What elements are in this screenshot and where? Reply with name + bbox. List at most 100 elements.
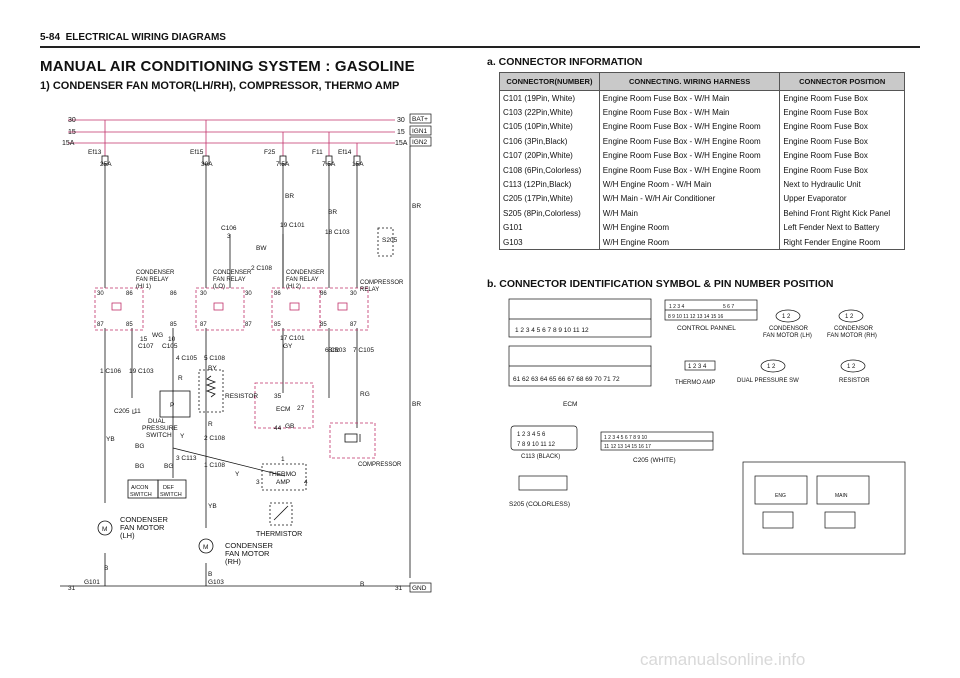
fuse-box-diagram (742, 461, 906, 555)
svg-text:1 2 3 4 5 6 7 8: 1 2 3 4 5 6 7 8 9 10 (604, 435, 647, 441)
svg-text:GB: GB (285, 423, 294, 430)
svg-text:PRESSURE: PRESSURE (142, 425, 178, 432)
svg-text:FAN MOTOR: FAN MOTOR (225, 549, 270, 558)
svg-text:B: B (360, 581, 364, 588)
svg-text:A/CON: A/CON (131, 485, 148, 491)
svg-text:4: 4 (304, 479, 308, 486)
table-row: C101 (19Pin, White)Engine Room Fuse Box … (499, 90, 905, 106)
rail-label: 30 (397, 117, 405, 124)
fuse-label: Ef14 (338, 149, 352, 156)
svg-text:8 9 10 11 12 13 14 15 16: 8 9 10 11 12 13 14 15 16 (668, 314, 723, 320)
svg-text:YB: YB (106, 436, 115, 443)
s205-label: S205 (382, 237, 398, 244)
svg-text:FAN MOTOR (RH): FAN MOTOR (RH) (827, 333, 877, 339)
relays (94, 287, 376, 459)
column-header: CONNECTING. WIRING HARNESS (598, 72, 781, 91)
svg-text:19 C101: 19 C101 (280, 222, 305, 229)
svg-text:B: B (208, 571, 212, 578)
svg-text:R: R (178, 375, 183, 382)
rail-tag: BAT+ (412, 116, 428, 123)
column-header: CONNECTOR POSITION (779, 72, 905, 91)
svg-text:87: 87 (350, 322, 357, 328)
rail-label: 15A (395, 140, 408, 147)
svg-text:SWITCH: SWITCH (130, 492, 152, 498)
svg-text:61 62 63 64 65 66 67 68 69 70: 61 62 63 64 65 66 67 68 69 70 71 72 (513, 376, 620, 383)
column-header: CONNECTOR(NUMBER) (499, 72, 600, 91)
table-row: C107 (20Pin,White)Engine Room Fuse Box -… (499, 148, 905, 163)
svg-text:FAN RELAY: FAN RELAY (286, 277, 319, 283)
ecm-connector (508, 298, 652, 387)
svg-text:3: 3 (227, 233, 231, 240)
connector-symbols: 1 2 3 4 5 6 7 8 9 10 11 12 61 62 63 64 6… (508, 298, 906, 555)
svg-text:5 C108: 5 C108 (204, 355, 225, 362)
svg-text:(LH): (LH) (120, 531, 135, 540)
svg-text:B: B (104, 565, 108, 572)
svg-text:11: 11 (134, 408, 141, 415)
rail-label: 30 (68, 117, 76, 124)
svg-text:31: 31 (68, 585, 76, 592)
svg-text:DEF: DEF (163, 485, 175, 491)
svg-text:35: 35 (274, 393, 282, 400)
svg-text:BY: BY (208, 365, 217, 372)
ecm-label: ECM (276, 406, 290, 413)
svg-text:6 C103: 6 C103 (325, 347, 346, 354)
rail-label: 15 (397, 129, 405, 136)
svg-text:RG: RG (360, 391, 370, 398)
fuse-box-main: MAIN (835, 493, 848, 499)
svg-text:86: 86 (170, 291, 177, 297)
svg-text:RELAY: RELAY (360, 287, 379, 293)
svg-text:BR: BR (412, 203, 421, 210)
svg-text:GY: GY (283, 343, 293, 350)
svg-text:85: 85 (126, 322, 133, 328)
svg-text:Y: Y (235, 471, 240, 478)
fuse-label: Ef13 (88, 149, 102, 156)
svg-text:BG: BG (164, 463, 173, 470)
svg-text:WG: WG (152, 332, 163, 339)
svg-text:85: 85 (274, 322, 281, 328)
rail-tag: GND (412, 585, 427, 592)
relay-label: CONDENSER (286, 270, 325, 276)
svg-text:P: P (170, 402, 174, 409)
svg-text:86: 86 (126, 291, 133, 297)
svg-text:SWITCH: SWITCH (146, 432, 172, 439)
table-row: C205 (17Pin,White)W/H Main - W/H Air Con… (499, 191, 905, 207)
svg-text:1 2 3 4 5 6: 1 2 3 4 5 6 (517, 432, 546, 438)
control-panel-label: CONTROL PANNEL (677, 325, 736, 332)
resistor-conn-label: RESISTOR (839, 378, 870, 384)
connector-id-heading: b. CONNECTOR IDENTIFICATION SYMBOL & PIN… (487, 278, 834, 290)
svg-text:1 2 3 4: 1 2 3 4 (669, 304, 685, 310)
svg-text:BG: BG (135, 443, 144, 450)
page-title: MANUAL AIR CONDITIONING SYSTEM : GASOLIN… (40, 58, 415, 75)
svg-text:BG: BG (135, 463, 144, 470)
c205-label: C205 (WHITE) (633, 457, 676, 464)
ecm-connector-label: ECM (563, 401, 577, 408)
thermo-amp-conn-label: THERMO AMP (675, 380, 715, 386)
svg-text:30: 30 (350, 291, 357, 297)
svg-text:C105: C105 (162, 343, 178, 350)
relay-label: CONDENSER (136, 270, 175, 276)
svg-text:15: 15 (140, 336, 148, 343)
svg-text:30: 30 (97, 291, 104, 297)
svg-text:86: 86 (320, 291, 327, 297)
svg-text:87: 87 (97, 322, 104, 328)
svg-text:1 2 3 4: 1 2 3 4 (688, 364, 707, 370)
svg-text:31: 31 (395, 585, 403, 592)
thermo-amp-label: THERMO (268, 471, 296, 478)
svg-text:1 2: 1 2 (845, 314, 854, 320)
header-rule (40, 46, 920, 48)
c113-label: C113 (BLACK) (521, 454, 560, 460)
svg-text:2 C108: 2 C108 (204, 435, 225, 442)
svg-text:FAN MOTOR: FAN MOTOR (120, 523, 165, 532)
fuse-rating: 25A (100, 161, 112, 168)
svg-text:(LO): (LO) (213, 284, 225, 290)
svg-text:R: R (208, 421, 213, 428)
ground-g101: G101 (84, 579, 100, 586)
cond-lh-label: CONDENSOR (769, 326, 809, 332)
svg-text:C205: C205 (114, 408, 130, 415)
svg-text:27: 27 (297, 405, 305, 412)
rail-tag: IGN2 (412, 139, 428, 146)
connector-table: CONNECTOR(NUMBER) CONNECTING. WIRING HAR… (499, 72, 905, 251)
power-rails (68, 119, 395, 144)
